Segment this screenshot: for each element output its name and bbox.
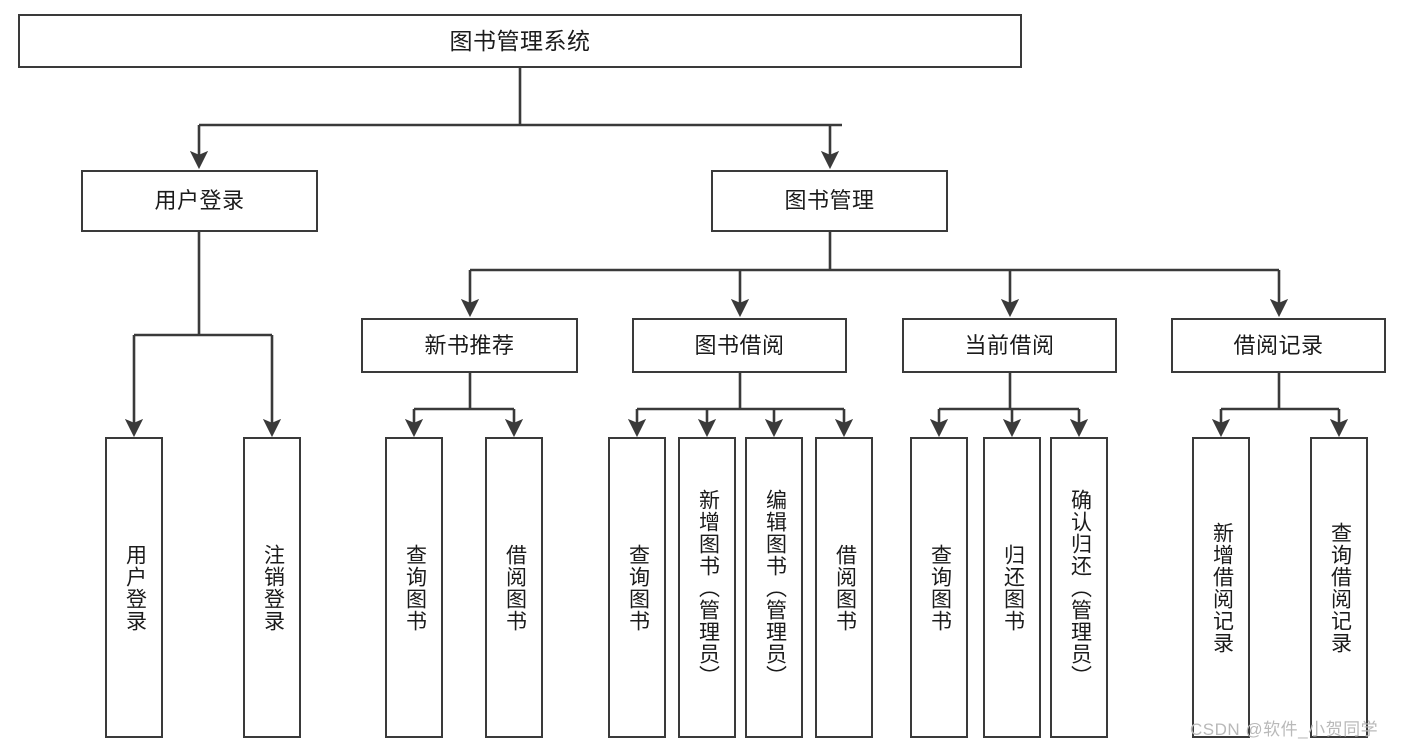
node-leaf-return-book-label: 归还图书 xyxy=(1001,543,1025,632)
node-leaf-query-book[interactable]: 查询图书 xyxy=(608,437,666,738)
node-leaf-borrow-book-rec-label: 借阅图书 xyxy=(503,543,527,632)
node-leaf-edit-book-label: 编辑图书（管理员） xyxy=(763,488,787,687)
node-root[interactable]: 图书管理系统 xyxy=(18,14,1022,68)
node-leaf-add-book-label: 新增图书（管理员） xyxy=(696,488,720,687)
node-leaf-logout-label: 注销登录 xyxy=(261,543,285,632)
node-leaf-borrow-book[interactable]: 借阅图书 xyxy=(815,437,873,738)
node-leaf-add-book[interactable]: 新增图书（管理员） xyxy=(678,437,736,738)
node-leaf-query-book-cur[interactable]: 查询图书 xyxy=(910,437,968,738)
csdn-watermark: CSDN @软件_小贺同学 xyxy=(1190,720,1379,739)
node-leaf-add-record-label: 新增借阅记录 xyxy=(1210,521,1234,654)
node-book-borrow-label: 图书借阅 xyxy=(694,332,785,358)
node-leaf-query-book-label: 查询图书 xyxy=(626,543,650,632)
node-leaf-return-book[interactable]: 归还图书 xyxy=(983,437,1041,738)
node-borrow-record-label: 借阅记录 xyxy=(1233,332,1324,358)
node-new-book-recommend[interactable]: 新书推荐 xyxy=(361,318,578,373)
node-leaf-confirm-return[interactable]: 确认归还（管理员） xyxy=(1050,437,1108,738)
node-current-borrow-label: 当前借阅 xyxy=(964,332,1055,358)
node-user-login-label: 用户登录 xyxy=(154,188,245,214)
node-book-manage-label: 图书管理 xyxy=(784,188,875,214)
node-leaf-query-book-cur-label: 查询图书 xyxy=(928,543,952,632)
node-leaf-query-record[interactable]: 查询借阅记录 xyxy=(1310,437,1368,738)
node-borrow-record[interactable]: 借阅记录 xyxy=(1171,318,1386,373)
node-leaf-borrow-book-label: 借阅图书 xyxy=(833,543,857,632)
node-user-login[interactable]: 用户登录 xyxy=(81,170,318,232)
node-root-label: 图书管理系统 xyxy=(449,27,591,54)
node-leaf-logout[interactable]: 注销登录 xyxy=(243,437,301,738)
node-leaf-query-record-label: 查询借阅记录 xyxy=(1328,521,1352,654)
node-book-borrow[interactable]: 图书借阅 xyxy=(632,318,847,373)
node-leaf-query-book-rec[interactable]: 查询图书 xyxy=(385,437,443,738)
node-leaf-edit-book[interactable]: 编辑图书（管理员） xyxy=(745,437,803,738)
node-leaf-confirm-return-label: 确认归还（管理员） xyxy=(1068,488,1092,687)
node-current-borrow[interactable]: 当前借阅 xyxy=(902,318,1117,373)
node-book-manage[interactable]: 图书管理 xyxy=(711,170,948,232)
node-leaf-add-record[interactable]: 新增借阅记录 xyxy=(1192,437,1250,738)
node-leaf-user-login[interactable]: 用户登录 xyxy=(105,437,163,738)
node-leaf-borrow-book-rec[interactable]: 借阅图书 xyxy=(485,437,543,738)
node-leaf-user-login-label: 用户登录 xyxy=(123,543,147,632)
node-new-book-recommend-label: 新书推荐 xyxy=(424,332,515,358)
node-leaf-query-book-rec-label: 查询图书 xyxy=(403,543,427,632)
